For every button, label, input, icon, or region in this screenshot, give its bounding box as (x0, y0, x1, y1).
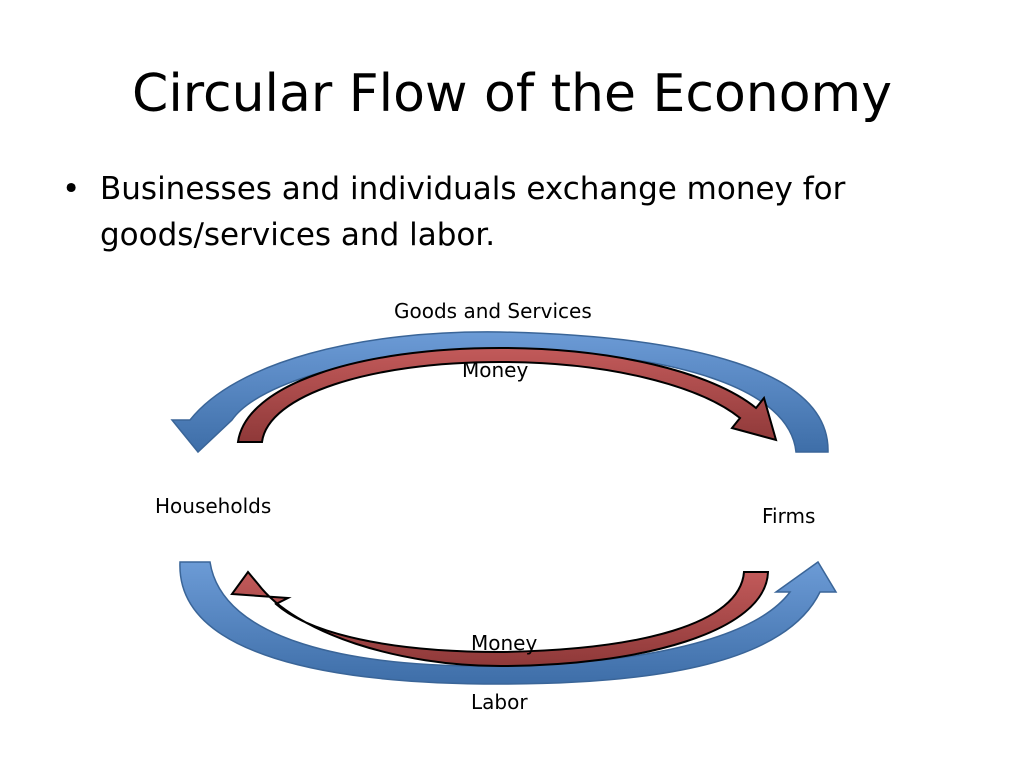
top-money-label: Money (462, 358, 529, 382)
labor-label: Labor (471, 690, 528, 714)
labor-arrow (179, 560, 838, 685)
firms-node: Firms (762, 504, 816, 528)
bullet-item: • Businesses and individuals exchange mo… (62, 166, 942, 258)
goods-services-arrow (170, 331, 829, 454)
bullet-text: Businesses and individuals exchange mone… (100, 171, 846, 253)
slide-title: Circular Flow of the Economy (132, 64, 892, 124)
bullet-dot: • (62, 171, 81, 207)
top-money-arrow (236, 346, 778, 443)
bottom-money-label: Money (471, 631, 538, 655)
bullet-list: • Businesses and individuals exchange mo… (62, 166, 942, 258)
goods-services-label: Goods and Services (394, 299, 592, 323)
bottom-money-arrow (230, 570, 770, 668)
households-node: Households (155, 494, 272, 518)
